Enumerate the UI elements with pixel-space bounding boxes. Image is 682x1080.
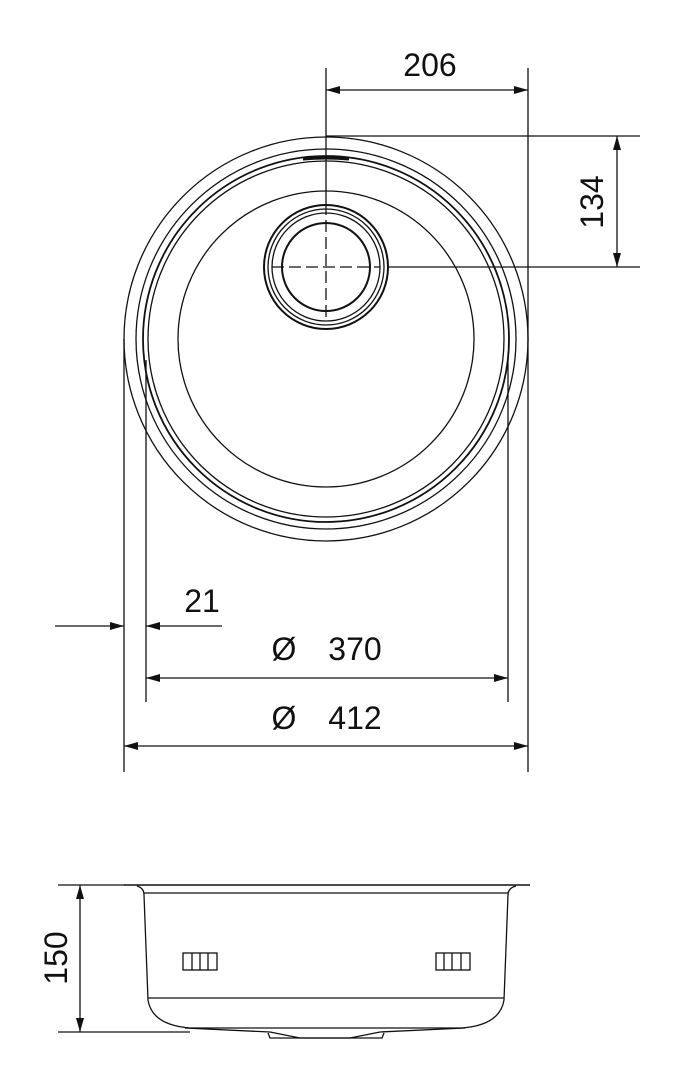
dim-label-150: 150 [38, 931, 74, 984]
dim-label-370: 370 [328, 631, 381, 667]
mounting-clip-left [182, 952, 218, 971]
dim-label-134: 134 [574, 175, 610, 228]
drain [263, 204, 389, 330]
diameter-symbol-412: Ø [272, 700, 297, 736]
bowl-floor-circle [177, 190, 475, 488]
diameter-symbol-370: Ø [272, 631, 297, 667]
mounting-clip-right [435, 952, 471, 971]
dim-label-206: 206 [403, 47, 456, 83]
side-view [124, 884, 530, 1039]
extension-lines [58, 68, 640, 1033]
dim-label-412: 412 [328, 700, 381, 736]
dim-label-21: 21 [184, 583, 220, 619]
